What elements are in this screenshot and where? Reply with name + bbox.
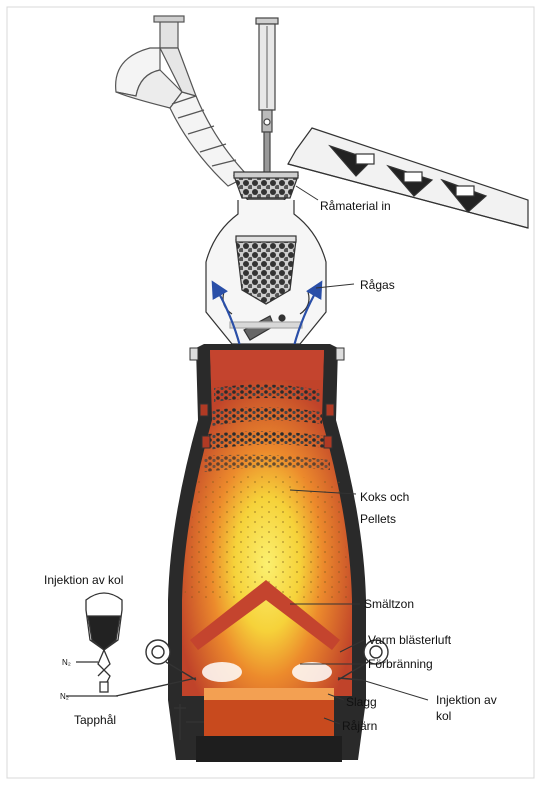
label-n2-upper: N₂ bbox=[62, 658, 71, 667]
coal-injection-silo bbox=[66, 593, 122, 696]
label-slag: Slagg bbox=[346, 695, 377, 709]
top-hopper bbox=[206, 172, 326, 344]
label-hot-blast-air: Varm blästerluft bbox=[368, 633, 452, 647]
gas-uptake-duct bbox=[116, 16, 248, 186]
label-melting-zone: Smältzon bbox=[364, 597, 414, 611]
label-coal-injection-right-line1: Injektion av bbox=[436, 693, 497, 707]
label-raw-material-in: Råmaterial in bbox=[320, 199, 391, 213]
label-coke-pellets-line1: Koks och bbox=[360, 490, 409, 504]
pig-iron-layer bbox=[204, 700, 334, 736]
raw-material-conveyor bbox=[288, 128, 528, 228]
label-combustion: Förbränning bbox=[368, 657, 433, 671]
label-tap-hole: Tapphål bbox=[74, 713, 116, 727]
label-coke-pellets-line2: Pellets bbox=[360, 512, 396, 526]
label-n2-lower: N₂ bbox=[60, 692, 69, 701]
label-coal-injection-title: Injektion av kol bbox=[44, 573, 123, 587]
slag-layer bbox=[204, 688, 334, 700]
furnace-body bbox=[168, 344, 366, 762]
charging-shaft bbox=[256, 18, 278, 176]
raceway-left bbox=[202, 662, 242, 682]
label-raw-gas: Rågas bbox=[360, 278, 395, 292]
label-coal-injection-right-line2: kol bbox=[436, 709, 451, 723]
raceway-right bbox=[292, 662, 332, 682]
label-pig-iron: Råjärn bbox=[342, 719, 377, 733]
